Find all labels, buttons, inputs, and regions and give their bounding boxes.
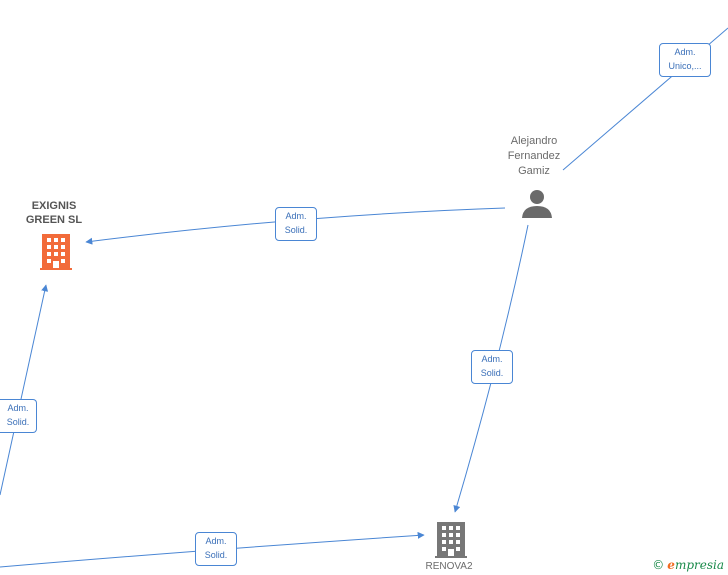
edge-label-line1: Adm. <box>285 211 307 221</box>
edge-label-left-exignis[interactable]: Adm. Solid. <box>0 399 37 433</box>
building-icon[interactable] <box>435 522 467 558</box>
person-label-alejandro[interactable]: Alejandro Fernandez Gamiz <box>494 134 574 179</box>
edge-label-line2: Solid. <box>284 225 308 235</box>
company-label-exignis[interactable]: EXIGNIS GREEN SL <box>14 199 94 227</box>
brand-name: mpresia <box>674 558 724 572</box>
edge-label-line2: Unico,... <box>668 61 702 71</box>
person-name-line3: Gamiz <box>518 165 550 177</box>
edge-left-exignis <box>0 284 49 496</box>
edge-label-top-right[interactable]: Adm. Unico,... <box>659 43 711 77</box>
edge-label-line2: Solid. <box>204 550 228 560</box>
person-icon[interactable] <box>521 189 553 219</box>
edge-label-line1: Adm. <box>674 47 696 57</box>
edge-label-line1: Adm. <box>7 403 29 413</box>
company-name: RENOVA2 <box>425 561 473 572</box>
edge-label-line1: Adm. <box>205 536 227 546</box>
company-name-line2: GREEN SL <box>25 214 83 226</box>
edge-label-bottom-renova2[interactable]: Adm. Solid. <box>195 532 237 566</box>
person-name-line2: Fernandez <box>507 150 561 162</box>
edge-label-line2: Solid. <box>480 368 504 378</box>
company-name-line1: EXIGNIS <box>31 200 77 212</box>
building-icon[interactable] <box>40 234 72 270</box>
edge-label-alejandro-exignis[interactable]: Adm. Solid. <box>275 207 317 241</box>
brand-watermark: ©empresia <box>652 558 724 572</box>
edge-label-line1: Adm. <box>481 354 503 364</box>
edge-label-line2: Solid. <box>6 417 30 427</box>
company-label-renova2[interactable]: RENOVA2 <box>409 561 489 573</box>
edge-label-alejandro-renova2[interactable]: Adm. Solid. <box>471 350 513 384</box>
copyright-symbol: © <box>652 558 665 572</box>
brand-initial: e <box>667 558 675 572</box>
person-name-line1: Alejandro <box>510 135 558 147</box>
